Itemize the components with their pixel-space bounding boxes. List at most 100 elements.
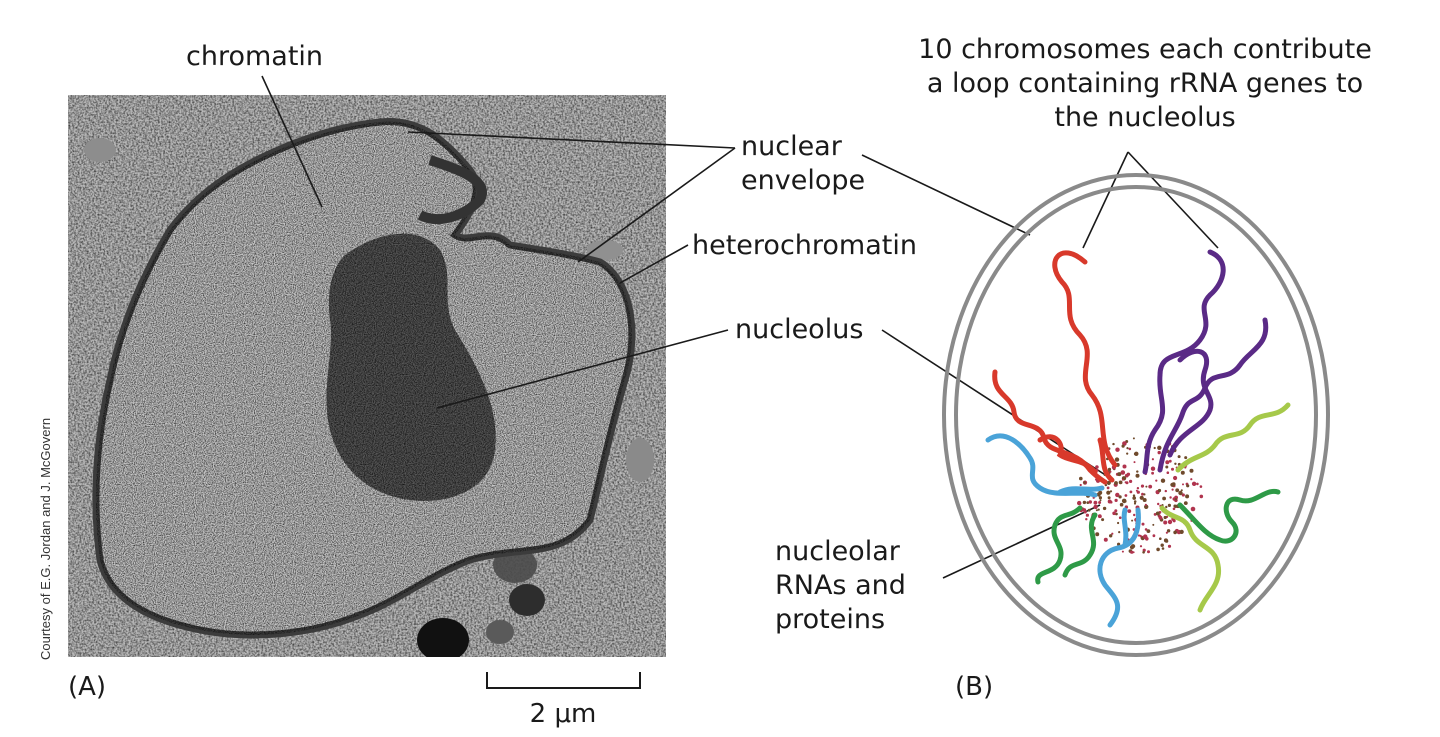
- nucleolus-dot: [1157, 488, 1162, 493]
- nucleolus-dot: [1102, 506, 1107, 511]
- loop-red-3: [1037, 434, 1098, 475]
- nucleolus-dot: [1088, 500, 1093, 504]
- nucleolus-dot: [1112, 511, 1116, 516]
- nucleolus-dot: [1155, 511, 1160, 516]
- nucleolus-dot: [1160, 478, 1166, 483]
- nucleolus-dot: [1114, 481, 1118, 485]
- nucleolus-dot: [1165, 505, 1168, 509]
- nucleolus-dot: [1118, 516, 1122, 519]
- nucleolus-dot: [1117, 542, 1121, 546]
- panel-b-label: (B): [955, 672, 993, 702]
- loop-green-1: [1177, 488, 1281, 544]
- nucleolus-dot: [1161, 547, 1165, 550]
- nucleolus-dot: [1166, 471, 1170, 475]
- nucleolus-dot: [1142, 498, 1147, 502]
- nucleolus-dot: [1118, 495, 1122, 499]
- loop-purple-1: [1142, 249, 1226, 475]
- nucleolus-dot: [1168, 459, 1172, 463]
- nucleolus-dot: [1118, 531, 1121, 534]
- nucleolus-dot: [1120, 470, 1126, 475]
- loop-lightgreen-1: [1175, 402, 1291, 473]
- nucleolus-dot: [1141, 492, 1144, 496]
- nucleolus-dot: [1183, 501, 1188, 505]
- nucleolus-dot: [1199, 485, 1203, 488]
- scale-bar-label: 2 μm: [530, 699, 597, 729]
- panel-a-label: (A): [68, 672, 106, 702]
- nucleolus-dot: [1157, 502, 1160, 506]
- nucleolus-dot: [1117, 472, 1122, 477]
- nucleolus-dot: [1129, 490, 1133, 494]
- nucleolus-dot: [1165, 531, 1168, 534]
- nucleolus-dot: [1163, 515, 1167, 520]
- nucleolus-dot: [1083, 510, 1087, 514]
- nucleolus-dot: [1106, 490, 1111, 495]
- nucleolus-dot: [1152, 534, 1156, 538]
- outer-nuclear-membrane: [942, 173, 1330, 657]
- nucleolus-dot: [1132, 494, 1136, 497]
- nucleolus-dot: [1082, 500, 1087, 505]
- nucleolus-dot: [1107, 496, 1111, 500]
- nucleolus-dot: [1140, 484, 1145, 488]
- nuclear-envelope-line-1: nuclear: [741, 131, 842, 162]
- nucleolus-dot: [1190, 478, 1193, 481]
- chromosome-loops: [985, 249, 1291, 628]
- nucleolus-dot: [1129, 545, 1135, 550]
- nucleolus-dot: [1106, 480, 1111, 485]
- panel-b-title-line-1: 10 chromosomes each contribute: [918, 34, 1372, 65]
- nucleolus-dot: [1085, 518, 1088, 521]
- nucleolus-dot: [1166, 529, 1171, 533]
- nucleolus-dot: [1121, 444, 1125, 448]
- nucleolus-dot: [1141, 522, 1145, 526]
- nucleolus-dot: [1136, 490, 1140, 494]
- nucleolus-dot: [1144, 503, 1147, 506]
- nucleolus-dot: [1098, 501, 1102, 504]
- loop-green-2: [1035, 505, 1083, 585]
- nucleolus-dot: [1189, 468, 1194, 473]
- nucleolus-dot: [1099, 499, 1102, 502]
- nucleolus-dot: [1153, 513, 1157, 516]
- nucleolus-dot: [1157, 445, 1162, 450]
- nucleolus-dot: [1127, 509, 1132, 513]
- nucleolus-dot: [1087, 508, 1091, 512]
- nucleolus-dot: [1115, 447, 1120, 452]
- nucleolus-dot: [1152, 523, 1155, 526]
- loop-purple-3: [1167, 348, 1214, 458]
- nucleolus-dot: [1085, 513, 1089, 517]
- nucleolus-dot: [1124, 473, 1129, 478]
- nucleolus-dot: [1079, 483, 1082, 487]
- nucleolus-dot: [1098, 496, 1102, 500]
- nucleolus-dot: [1177, 455, 1181, 459]
- nucleolus-dot: [1173, 530, 1177, 535]
- nucleolus-dot: [1142, 551, 1145, 554]
- nucleolus-dot: [1159, 537, 1162, 540]
- heterochromatin-label: heterochromatin: [692, 230, 917, 261]
- nucleolus-dot: [1147, 550, 1150, 554]
- nucleolus-dot: [1109, 534, 1113, 538]
- nucleolus-dot: [1109, 470, 1112, 473]
- panel-b-title: 10 chromosomes each contribute a loop co…: [895, 33, 1395, 135]
- nucleolus-dot: [1151, 471, 1154, 475]
- nucleolus-dot: [1121, 478, 1124, 481]
- nucleolus-dot: [1171, 482, 1176, 487]
- nucleolus-dot: [1132, 437, 1135, 440]
- nucleolar-rnas-label: nucleolar RNAs and proteins: [775, 535, 906, 637]
- nucleolus-dot: [1160, 543, 1164, 547]
- nucleolus-dot: [1157, 450, 1161, 455]
- nucleolus-dot: [1162, 496, 1166, 501]
- loop-blue-1: [985, 433, 1098, 498]
- nucleolus-dot: [1145, 485, 1148, 488]
- nucleolus-dot: [1173, 475, 1178, 481]
- nucleolus-dot: [1180, 489, 1183, 492]
- nucleolus-dot: [1093, 500, 1098, 505]
- nucleolus-dot: [1093, 504, 1098, 510]
- nucleolus-dot: [1130, 550, 1134, 554]
- nucleolus-dot: [1155, 479, 1158, 482]
- nucleolus-dot: [1174, 462, 1177, 465]
- nucleolus-dot: [1086, 501, 1090, 504]
- nucleolus-dot: [1115, 492, 1120, 498]
- electron-micrograph: [68, 95, 666, 657]
- nucleolus-dot: [1167, 503, 1171, 507]
- nucleolus-dot: [1199, 494, 1204, 499]
- nucleolus-dot: [1179, 529, 1184, 535]
